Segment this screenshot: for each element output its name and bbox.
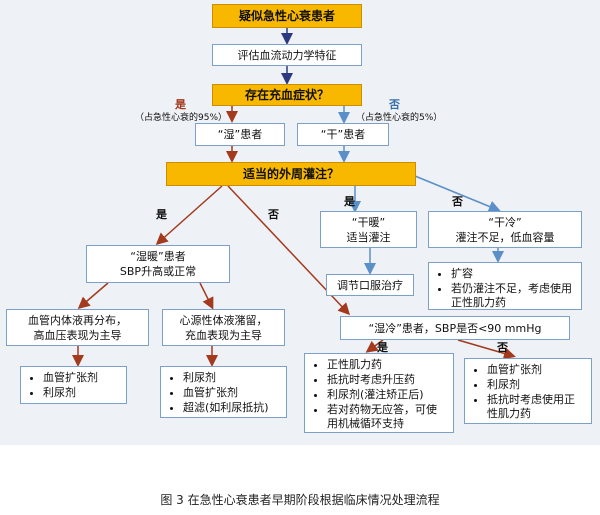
cardiac-tx-item: 利尿剂 <box>183 371 280 385</box>
vascular-line-2: 高血压表现为主导 <box>33 328 122 342</box>
arrow-wetcold-yes <box>365 339 384 353</box>
node-cardiac: 心源性体液潴留， 充血表现为主导 <box>162 309 285 346</box>
cardiac-line-2: 充血表现为主导 <box>185 328 262 342</box>
arrow-warmwet-vascular <box>77 282 109 309</box>
dry-cold-tx-item: 扩容 <box>451 267 575 281</box>
label-no-wetcold: 否 <box>497 341 508 354</box>
list-wet-cold-no-treatment: 血管扩张剂 利尿剂 抵抗时考虑使用正性肌力药 <box>464 358 592 424</box>
flowchart-area: 疑似急性心衰患者 评估血流动力学特征 存在充血症状？ 是 （占急性心衰的95%）… <box>0 0 600 445</box>
wet-cold-yes-tx-item: 抵抗时考虑升压药 <box>327 373 447 387</box>
warm-wet-line-2: SBP升高或正常 <box>119 265 197 278</box>
wet-cold-no-tx-item: 血管扩张剂 <box>487 363 585 377</box>
list-cardiac-treatment: 利尿剂 血管扩张剂 超滤(如利尿抵抗) <box>160 366 287 418</box>
node-suspected: 疑似急性心衰患者 <box>212 4 362 28</box>
wet-cold-yes-tx-item: 若对药物无应答，可使用机械循环支持 <box>327 403 447 431</box>
connector-layer <box>72 28 516 367</box>
dry-warm-line-2: 适当灌注 <box>346 230 391 244</box>
dry-cold-line-1: “干冷” <box>488 215 522 229</box>
label-no-perfusion-right: 否 <box>452 195 463 208</box>
arrow-warmwet-cardiac <box>199 282 214 310</box>
vascular-tx-item: 利尿剂 <box>43 386 120 400</box>
vascular-tx-item: 血管扩张剂 <box>43 371 120 385</box>
node-adjust: 调节口服治疗 <box>326 274 414 296</box>
vascular-line-1: 血管内体液再分布， <box>28 313 127 327</box>
label-yes-perfusion-right: 是 <box>344 195 355 208</box>
node-vascular: 血管内体液再分布， 高血压表现为主导 <box>6 309 149 346</box>
wet-cold-no-tx-item: 利尿剂 <box>487 378 585 392</box>
dry-cold-tx-item: 若仍灌注不足，考虑使用正性肌力药 <box>451 282 575 310</box>
node-dry-cold: “干冷” 灌注不足，低血容量 <box>428 211 582 248</box>
dry-cold-line-2: 灌注不足，低血容量 <box>455 230 555 244</box>
node-congestion: 存在充血症状？ <box>212 84 362 106</box>
node-perfusion: 适当的外周灌注？ <box>166 162 416 186</box>
node-wet-cold: “湿冷”患者，SBP是否<90 mmHg <box>340 316 570 340</box>
dry-warm-line-1: “干暖” <box>351 215 386 229</box>
figure-caption: 图 3 在急性心衰患者早期阶段根据临床情况处理流程 <box>160 493 440 507</box>
cardiac-tx-item: 血管扩张剂 <box>183 386 280 400</box>
label-yes-perfusion-left: 是 <box>156 208 167 221</box>
arrow-perfusion-warmwet <box>155 185 223 245</box>
label-no-pct: （占急性心衰的5%） <box>356 113 443 123</box>
list-dry-cold-treatment: 扩容 若仍灌注不足，考虑使用正性肌力药 <box>428 262 582 310</box>
node-dry-warm: “干暖” 适当灌注 <box>320 211 417 248</box>
node-assess: 评估血流动力学特征 <box>212 44 362 66</box>
list-vascular-treatment: 血管扩张剂 利尿剂 <box>20 366 127 404</box>
warm-wet-line-1: “湿暖”患者 <box>130 250 186 263</box>
wet-cold-yes-tx-item: 利尿剂(灌注矫正后) <box>327 388 447 402</box>
cardiac-line-1: 心源性体液潴留， <box>179 313 268 327</box>
label-yes-congestion: 是 <box>175 98 186 111</box>
label-yes-wetcold: 是 <box>377 341 388 354</box>
cardiac-tx-item: 超滤(如利尿抵抗) <box>183 401 280 415</box>
label-yes-pct: （占急性心衰的95%） <box>135 113 228 123</box>
node-warm-wet: “湿暖”患者 SBP升高或正常 <box>86 245 230 283</box>
wet-cold-no-tx-item: 抵抗时考虑使用正性肌力药 <box>487 393 585 421</box>
label-no-perfusion-middle: 否 <box>268 208 279 221</box>
list-wet-cold-yes-treatment: 正性肌力药 抵抗时考虑升压药 利尿剂(灌注矫正后) 若对药物无应答，可使用机械循… <box>304 353 454 433</box>
arrow-perfusion-drycold <box>414 175 501 213</box>
label-no-congestion: 否 <box>389 98 400 111</box>
node-dry: “干”患者 <box>297 123 389 146</box>
arrow-wetcold-no <box>457 339 516 360</box>
node-wet: “湿”患者 <box>195 123 285 146</box>
wet-cold-yes-tx-item: 正性肌力药 <box>327 358 447 372</box>
